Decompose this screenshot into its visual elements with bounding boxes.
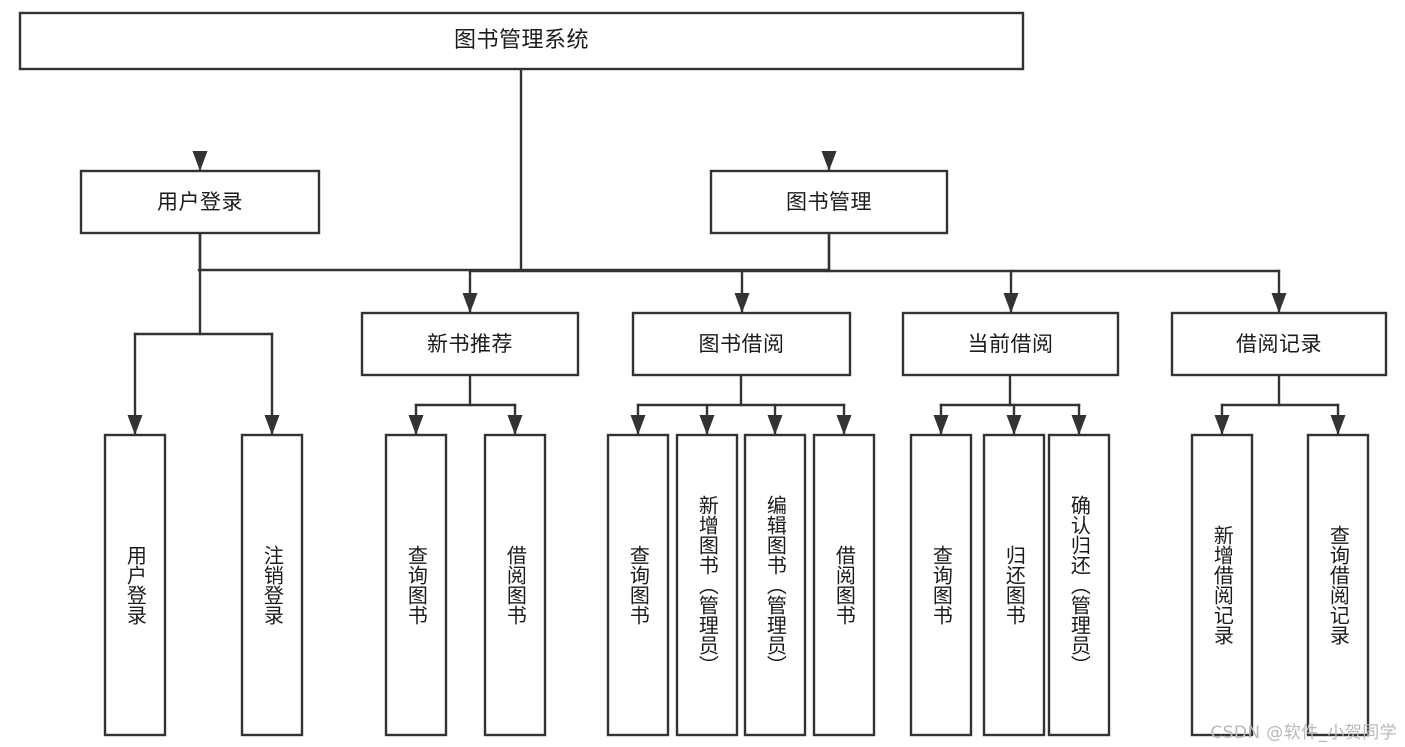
node-box-l3-b1[interactable] <box>384 433 448 737</box>
arrow-head-icon <box>408 415 424 435</box>
arrow-head-icon <box>127 415 143 435</box>
arrow-head-icon <box>699 415 715 435</box>
arrow-head-icon <box>630 415 646 435</box>
node-box-l3-c3[interactable] <box>743 433 807 737</box>
arrow-head-icon <box>1071 415 1087 435</box>
node-box-l1-bookmgmt[interactable] <box>709 169 949 235</box>
node-box-l3-c1[interactable] <box>606 433 670 737</box>
node-box-l3-e1[interactable] <box>1190 433 1254 737</box>
arrow-head-icon <box>462 293 478 313</box>
arrow-head-icon <box>821 151 837 171</box>
arrow-head-icon <box>507 415 523 435</box>
node-box-l3-d1[interactable] <box>909 433 973 737</box>
arrow-head-icon <box>1214 415 1230 435</box>
arrow-head-icon <box>933 415 949 435</box>
arrow-head-icon <box>767 415 783 435</box>
node-box-l2-newbook[interactable] <box>360 311 580 377</box>
node-box-l2-records[interactable] <box>1170 311 1388 377</box>
arrow-head-icon <box>192 151 208 171</box>
node-box-l2-current[interactable] <box>901 311 1120 377</box>
arrow-head-icon <box>264 415 280 435</box>
node-box-l3-a2[interactable] <box>240 433 304 737</box>
node-box-l2-borrow[interactable] <box>631 311 852 377</box>
arrow-head-icon <box>1330 415 1346 435</box>
node-box-l3-c4[interactable] <box>812 433 876 737</box>
node-box-l3-e2[interactable] <box>1306 433 1370 737</box>
node-box-l3-b2[interactable] <box>483 433 547 737</box>
node-box-l3-d3[interactable] <box>1047 433 1111 737</box>
csdn-watermark: CSDN @软件_小贺同学 <box>1210 723 1397 743</box>
arrow-head-icon <box>734 293 750 313</box>
node-box-l3-c2[interactable] <box>675 433 739 737</box>
arrow-head-icon <box>1003 293 1019 313</box>
node-box-l3-a1[interactable] <box>103 433 167 737</box>
node-box-root[interactable] <box>18 11 1025 71</box>
arrow-head-icon <box>1271 293 1287 313</box>
node-box-l1-login[interactable] <box>79 169 321 235</box>
arrow-head-icon <box>1006 415 1022 435</box>
arrow-head-icon <box>836 415 852 435</box>
node-box-l3-d2[interactable] <box>982 433 1046 737</box>
